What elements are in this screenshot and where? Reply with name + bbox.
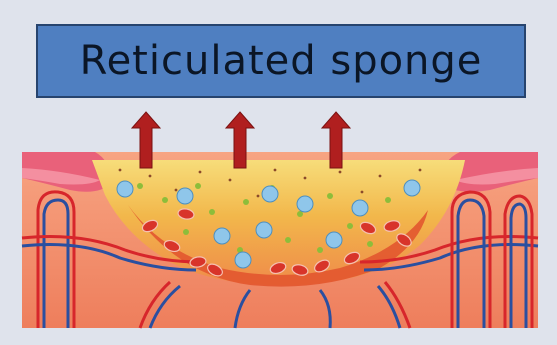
sponge-label-box: Reticulated sponge <box>36 24 526 98</box>
sponge-label: Reticulated sponge <box>80 38 483 84</box>
white-blood-cell-icon <box>404 180 420 196</box>
white-blood-cell-icon <box>326 232 342 248</box>
white-blood-cell-icon <box>352 200 368 216</box>
white-blood-cell-icon <box>177 188 193 204</box>
white-blood-cell-icon <box>256 222 272 238</box>
white-blood-cell-icon <box>214 228 230 244</box>
white-blood-cell-icon <box>117 181 133 197</box>
white-blood-cell-icon <box>262 186 278 202</box>
white-blood-cell-icon <box>235 252 251 268</box>
white-blood-cell-icon <box>297 196 313 212</box>
